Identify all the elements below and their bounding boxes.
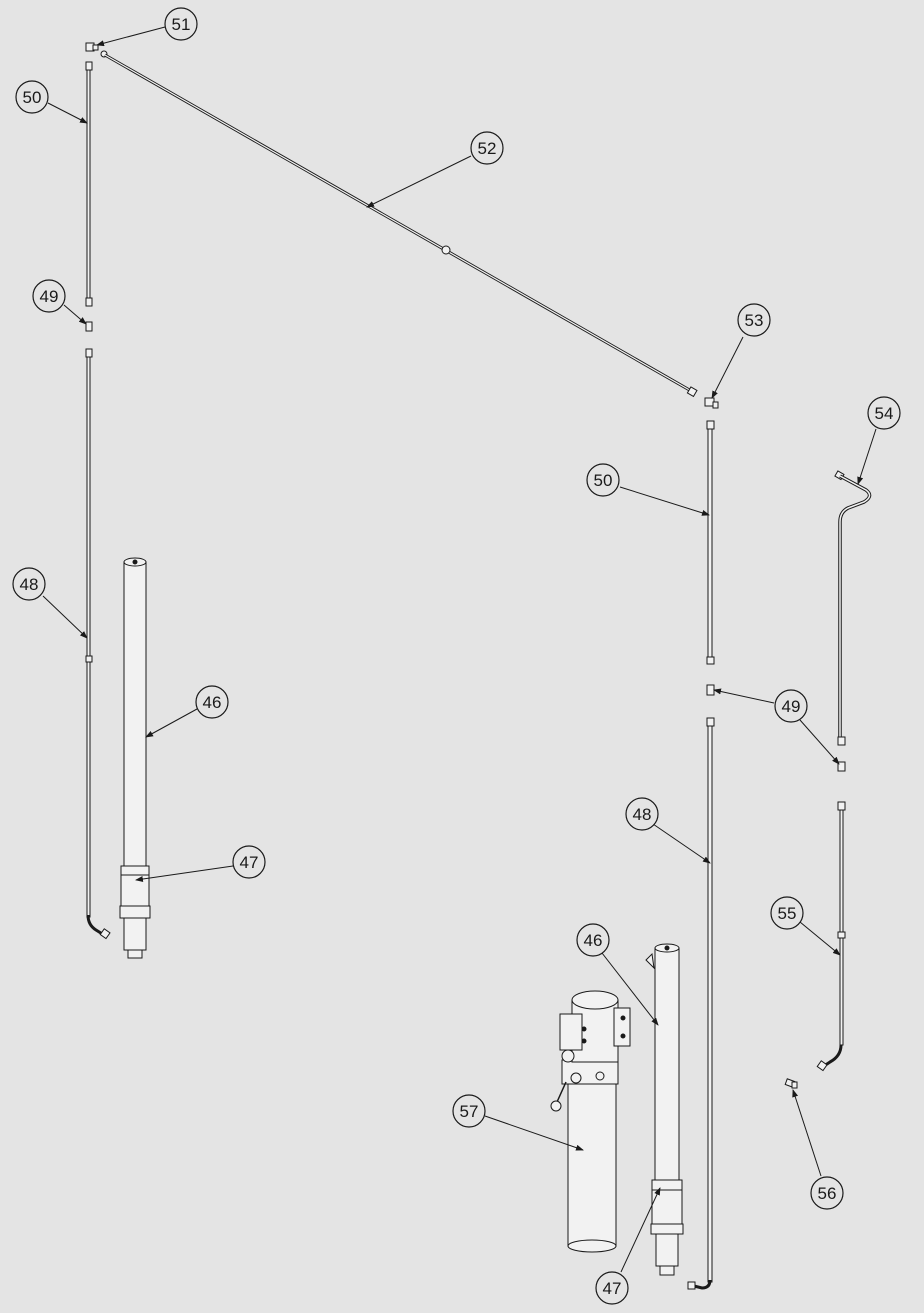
hose-48-right (687, 717, 715, 1290)
hose-54 (834, 470, 872, 746)
callout-55: 55 (770, 896, 804, 930)
tee-fitting-51 (85, 42, 99, 52)
callout-47b-label: 47 (603, 1279, 622, 1298)
coupling-49-right (706, 684, 715, 696)
leader-56 (792, 1089, 822, 1177)
callout-49a-label: 49 (40, 287, 59, 306)
callout-49b: 49 (774, 689, 808, 723)
leader-49a (63, 304, 87, 325)
callout-47b: 47 (595, 1271, 629, 1305)
callout-50b-label: 50 (594, 471, 613, 490)
callout-56-label: 56 (818, 1184, 837, 1203)
callout-47a-label: 47 (240, 853, 259, 872)
leader-57 (484, 1115, 584, 1151)
callout-46b-label: 46 (584, 931, 603, 950)
leader-48a (42, 595, 88, 639)
leader-51 (96, 26, 166, 47)
leader-49b-1 (713, 688, 775, 704)
leader-50b (619, 486, 710, 516)
callout-48b: 48 (625, 797, 659, 831)
callout-51-label: 51 (172, 15, 191, 34)
leader-55 (799, 921, 841, 956)
callout-48a: 48 (12, 567, 46, 601)
callout-49b-label: 49 (782, 697, 801, 716)
callout-48b-label: 48 (633, 805, 652, 824)
coupling-49-far-right (837, 761, 846, 772)
leader-47a (135, 865, 234, 882)
callout-57: 57 (452, 1094, 486, 1128)
callout-51: 51 (164, 7, 198, 41)
callout-46a: 46 (195, 685, 229, 719)
leader-47b (620, 1187, 661, 1273)
callout-54-label: 54 (875, 404, 894, 423)
callout-54: 54 (867, 396, 901, 430)
callout-55-label: 55 (778, 904, 797, 923)
leader-46a (145, 708, 198, 738)
callout-48a-label: 48 (20, 575, 39, 594)
callout-53: 53 (737, 303, 771, 337)
leader-53 (711, 336, 744, 399)
coupling-49-left (85, 321, 93, 332)
callout-47a: 47 (232, 845, 266, 879)
leader-52 (366, 155, 472, 208)
power-unit-57 (550, 990, 631, 1253)
callout-46a-label: 46 (203, 693, 222, 712)
callout-46b: 46 (576, 923, 610, 957)
leader-49b-2 (799, 719, 840, 765)
hose-52-crossover (100, 50, 698, 398)
leader-50a (47, 102, 88, 124)
leader-48b (652, 823, 711, 864)
callout-49a: 49 (32, 279, 66, 313)
callout-56: 56 (810, 1176, 844, 1210)
callout-50a: 50 (15, 80, 49, 114)
hose-48-left (85, 348, 111, 940)
hose-50-right (706, 420, 715, 665)
hose-50-left (85, 61, 93, 307)
callout-50a-label: 50 (23, 88, 42, 107)
fitting-56 (784, 1078, 798, 1089)
cylinder-46-right (645, 943, 684, 1276)
hose-55 (816, 801, 846, 1072)
callout-53-label: 53 (745, 311, 764, 330)
cylinder-46-left (119, 557, 151, 959)
leader-54 (857, 428, 877, 485)
callout-50b: 50 (586, 463, 620, 497)
callout-57-label: 57 (460, 1102, 479, 1121)
callout-52-label: 52 (478, 139, 497, 158)
callout-52: 52 (470, 131, 504, 165)
tee-fitting-53 (704, 397, 719, 409)
leader-46b (601, 952, 659, 1026)
